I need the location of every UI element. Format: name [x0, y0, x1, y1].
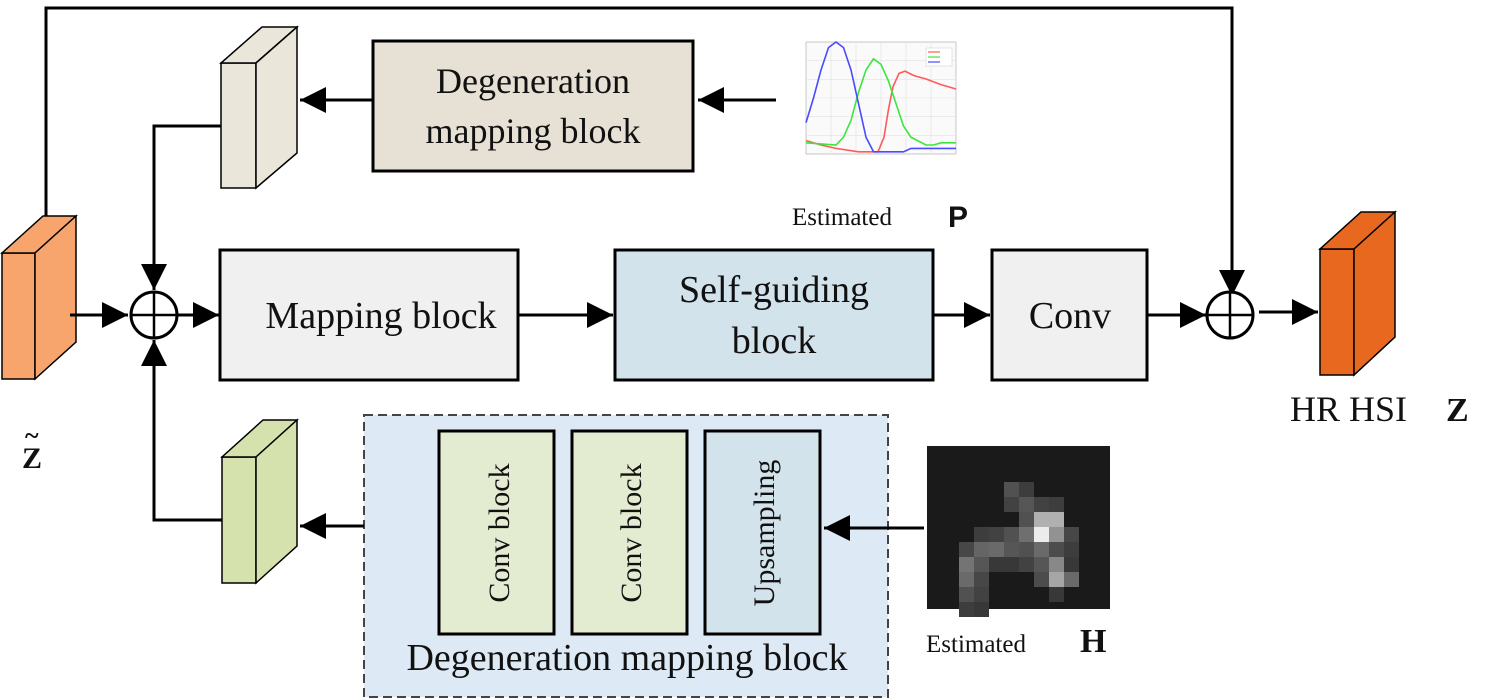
- psf-pixel: [1049, 572, 1064, 587]
- psf-pixel: [959, 587, 974, 602]
- bottom-feature-cube: [220, 418, 299, 585]
- input-accent: ~: [25, 421, 39, 450]
- psf-pixel: [1049, 587, 1064, 602]
- psf-pixel: [1019, 527, 1034, 542]
- psf-pixel: [1004, 497, 1019, 512]
- estimated-p-label: Estimated P: [792, 201, 968, 234]
- self-guiding-line2: block: [732, 320, 816, 362]
- output-cube: [1318, 210, 1397, 377]
- psf-pixel: [1049, 512, 1064, 527]
- self-guiding-block: Self-guiding block: [613, 248, 935, 382]
- psf-pixel: [1049, 497, 1064, 512]
- psf-pixel: [959, 572, 974, 587]
- right-sum-node: [1205, 290, 1255, 340]
- psf-pixel: [1034, 557, 1049, 572]
- psf-pixel: [1004, 482, 1019, 497]
- mapping-block: Mapping block: [218, 248, 520, 382]
- estimated-h-label: Estimated H: [926, 623, 1106, 660]
- psf-pixel: [1019, 497, 1034, 512]
- psf-pixel: [1019, 557, 1034, 572]
- skip-connection: [44, 6, 1245, 296]
- top-degeneration-line1: Degeneration: [436, 61, 630, 101]
- psf-pixel: [1064, 572, 1079, 587]
- mapping-block-label: Mapping block: [265, 295, 496, 337]
- psf-pixel: [1064, 527, 1079, 542]
- psf-pixel: [959, 542, 974, 557]
- conv-block-label: Conv: [1029, 295, 1111, 337]
- psf-pixel: [974, 587, 989, 602]
- spectral-curve-r: [805, 70, 957, 153]
- psf-pixel: [974, 542, 989, 557]
- bottom-degeneration-label: Degeneration mapping block: [406, 637, 847, 679]
- bottom-branch-connector: [141, 340, 222, 522]
- psf-pixel: [1004, 542, 1019, 557]
- psf-pixel: [974, 527, 989, 542]
- input-cube: [0, 214, 78, 381]
- conv-block-1: Conv block: [437, 429, 556, 636]
- conv-block-1-label: Conv block: [483, 463, 516, 602]
- psf-pixel: [1034, 512, 1049, 527]
- psf-pixel: [1049, 527, 1064, 542]
- input-symbol: Z: [22, 442, 42, 475]
- psf-pixel: [989, 557, 1004, 572]
- psf-pixel: [974, 602, 989, 617]
- psf-pixel: [1034, 497, 1049, 512]
- psf-pixel: [974, 557, 989, 572]
- input-label: Z ~: [22, 421, 42, 475]
- psf-pixel: [1049, 542, 1064, 557]
- psf-pixel: [1019, 542, 1034, 557]
- output-symbol: Z: [1446, 392, 1469, 429]
- psf-pixel: [1004, 527, 1019, 542]
- conv-block-2-label: Conv block: [615, 463, 648, 602]
- estimated-h-prefix: Estimated: [926, 631, 1026, 658]
- top-branch-connector: [141, 124, 221, 290]
- psf-pixel: [1049, 557, 1064, 572]
- conv-block-2: Conv block: [570, 429, 689, 636]
- psf-pixel: [989, 542, 1004, 557]
- top-feature-cube: [219, 25, 299, 190]
- psf-pixel: [1034, 527, 1049, 542]
- psf-pixel: [1064, 542, 1079, 557]
- psf-pixel: [1034, 542, 1049, 557]
- psf-pixel: [959, 557, 974, 572]
- upsampling-block: Upsampling: [703, 429, 822, 636]
- psf-pixel: [1019, 482, 1034, 497]
- psf-kernel-image: [927, 446, 1110, 617]
- top-degeneration-line2: mapping block: [426, 111, 641, 151]
- top-degeneration-block: Degeneration mapping block: [371, 39, 695, 173]
- psf-pixel: [989, 527, 1004, 542]
- spectral-curve-g: [805, 57, 956, 146]
- output-label-prefix: HR HSI: [1290, 389, 1407, 429]
- spectral-response-plot: [805, 41, 957, 155]
- conv-block: Conv: [990, 248, 1149, 382]
- left-sum-node: [129, 290, 179, 340]
- psf-pixel: [1019, 512, 1034, 527]
- estimated-p-symbol: P: [948, 201, 968, 234]
- psf-pixel: [959, 602, 974, 617]
- self-guiding-line1: Self-guiding: [679, 269, 869, 311]
- psf-pixel: [1004, 557, 1019, 572]
- psf-pixel: [1034, 572, 1049, 587]
- psf-pixel: [1064, 557, 1079, 572]
- estimated-h-symbol: H: [1080, 623, 1106, 660]
- spectral-curve-b: [805, 41, 956, 153]
- estimated-p-prefix: Estimated: [792, 204, 892, 231]
- upsampling-label: Upsampling: [748, 460, 781, 607]
- output-label: HR HSI Z: [1290, 389, 1469, 429]
- psf-pixel: [974, 572, 989, 587]
